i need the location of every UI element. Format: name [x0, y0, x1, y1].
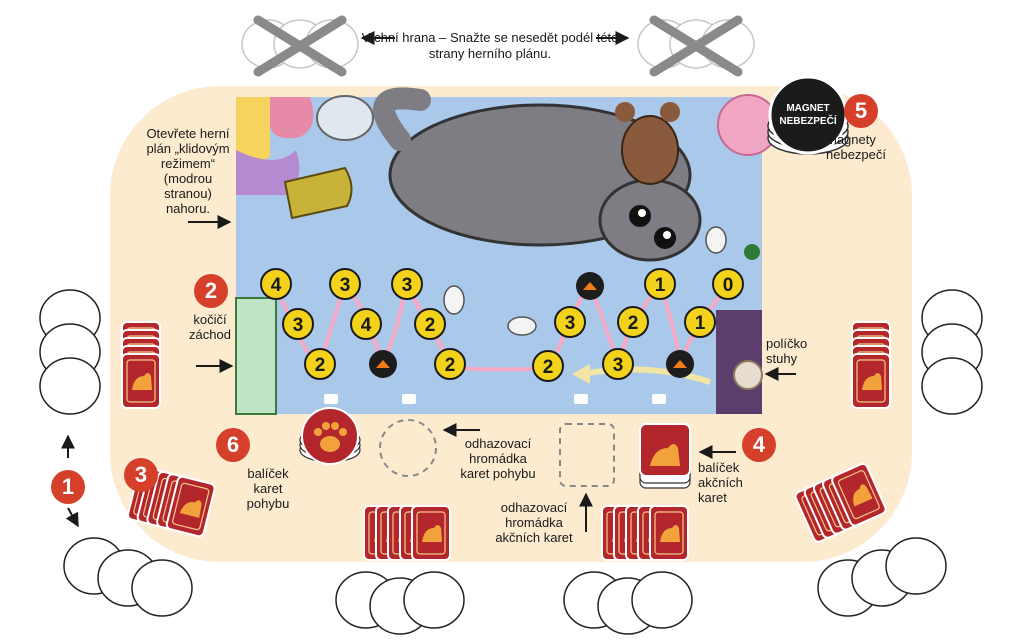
top-edge-note: Vrchní hrana – Snažte se nesedět podél t… — [355, 30, 625, 62]
track-space: 4 — [260, 268, 292, 300]
step-badge-3: 3 — [124, 458, 158, 492]
track-space: 2 — [532, 350, 564, 382]
track-space: 2 — [617, 306, 649, 338]
cross-icon — [253, 15, 347, 77]
player-hand-bottom-center-left — [363, 505, 451, 561]
step-badge-4: 4 — [742, 428, 776, 462]
track-space: 1 — [684, 306, 716, 338]
action-discard-label: odhazovací hromádka akčních karet — [495, 500, 573, 545]
track-space: 3 — [602, 348, 634, 380]
litter-box-label: kočičí záchod — [189, 312, 231, 342]
track-space-number: 2 — [543, 357, 554, 378]
track-space-number: 2 — [628, 313, 639, 334]
step-badge-6: 6 — [216, 428, 250, 462]
track-space-number: 4 — [361, 315, 372, 336]
track-space-number: 0 — [723, 275, 734, 296]
track-space: 3 — [391, 268, 423, 300]
track-space-number: 3 — [402, 275, 413, 296]
top-note-line2: podél této strany herního plánu. — [428, 30, 619, 61]
track-space: 2 — [414, 308, 446, 340]
cross-icon — [649, 15, 743, 77]
movement-discard-pile — [379, 419, 437, 477]
player-hand-left — [121, 321, 161, 409]
action-deck-label: balíček akčních karet — [698, 460, 743, 505]
step-badge-5: 5 — [844, 94, 878, 128]
ribbon-space-label: políčko stuhy — [766, 336, 808, 366]
mouse-icon — [443, 226, 727, 336]
top-note-line1: Vrchní hrana – Snažte se nesedět — [361, 30, 558, 45]
step-badge-1: 1 — [51, 470, 85, 504]
track-space-number: 3 — [293, 315, 304, 336]
arrow-down-icon — [65, 507, 79, 528]
magnet-token-line2: NEBEZPEČÍ — [779, 114, 836, 127]
track-space: 2 — [434, 348, 466, 380]
movement-discard-label: odhazovací hromádka karet pohybu — [460, 436, 536, 481]
track-space-number: 2 — [445, 355, 456, 376]
track-space-number: 3 — [340, 275, 351, 296]
danger-magnets-label: magnety nebezpečí — [826, 132, 886, 162]
board-orientation-note: Otevřete herní plán „klidovým režimem“ (… — [146, 126, 230, 216]
danger-magnets: MAGNET NEBEZPEČÍ — [767, 75, 849, 155]
track-space: 1 — [644, 268, 676, 300]
track-space: 3 — [554, 306, 586, 338]
track-space-number: 2 — [425, 315, 436, 336]
track-space: 0 — [712, 268, 744, 300]
track-space: 4 — [350, 308, 382, 340]
track-space-number: 3 — [613, 355, 624, 376]
track-space-number: 2 — [315, 355, 326, 376]
paw-icon — [314, 422, 347, 452]
track-space: 2 — [304, 348, 336, 380]
track-space-number: 1 — [695, 313, 706, 334]
track-space-number: 3 — [565, 313, 576, 334]
track-space: 3 — [329, 268, 361, 300]
track-space-number: 4 — [271, 275, 282, 296]
player-hand-right — [851, 321, 891, 409]
movement-deck-label: balíček karet pohybu — [246, 466, 290, 511]
track-space: 3 — [282, 308, 314, 340]
player-hand-bottom-center-right — [601, 505, 689, 561]
cat-face-space — [369, 272, 694, 378]
magnet-token-line1: MAGNET — [786, 103, 829, 114]
action-card-deck — [639, 423, 691, 489]
step-badge-2: 2 — [194, 274, 228, 308]
movement-card-deck — [299, 407, 361, 465]
pile-marker-icons — [324, 394, 666, 404]
track-space-number: 1 — [655, 275, 666, 296]
